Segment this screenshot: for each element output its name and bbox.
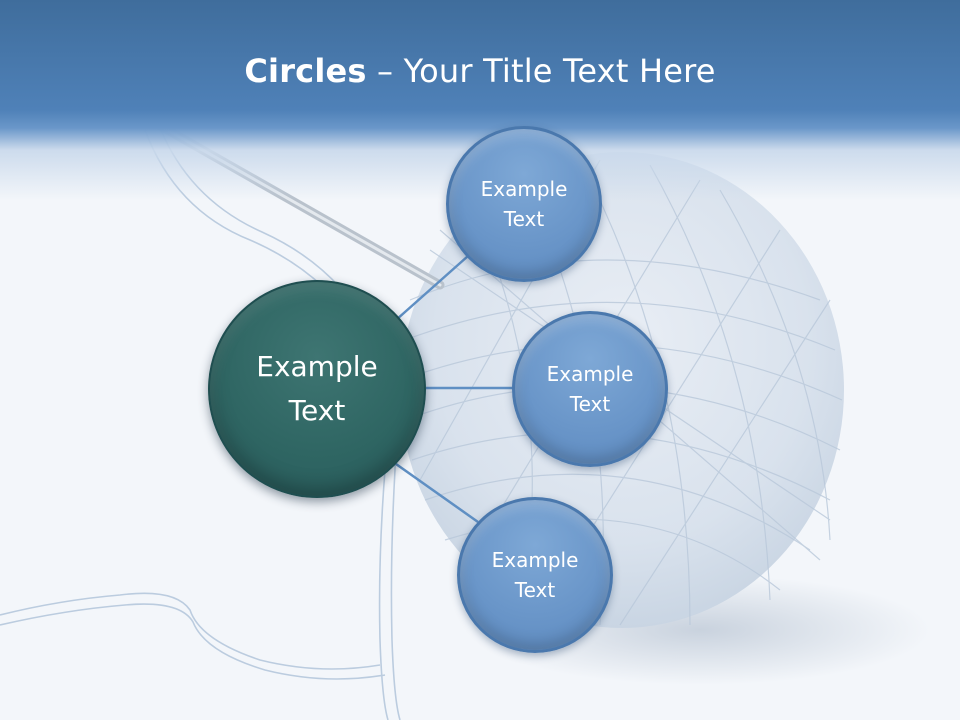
circle-2-label: Example Text [546,362,634,416]
main-circle-label: Example Text [256,350,378,427]
title-rest: – Your Title Text Here [366,52,716,90]
circle-3[interactable]: Example Text [457,497,613,653]
connector-1 [395,255,469,321]
circle-2[interactable]: Example Text [512,311,668,467]
connector-3 [395,462,479,524]
slide-title: Circles – Your Title Text Here [0,52,960,90]
circle-1[interactable]: Example Text [446,126,602,282]
main-circle[interactable]: Example Text [208,280,426,498]
circle-1-label: Example Text [480,177,568,231]
title-bold: Circles [244,52,367,90]
circle-3-label: Example Text [491,548,579,602]
